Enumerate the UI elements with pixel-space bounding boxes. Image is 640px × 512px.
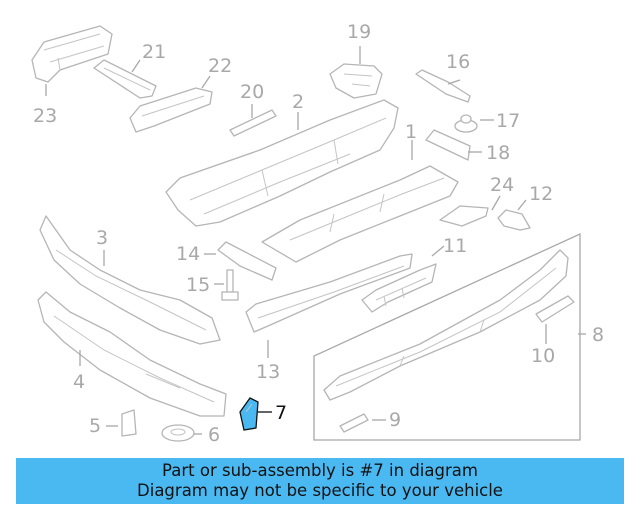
part-20-drawing [229,109,277,137]
callout-23: 23 [33,105,57,127]
part-7-highlight [239,397,259,431]
part-13-drawing [245,253,413,333]
part-3-drawing [39,215,221,345]
callout-3: 3 [96,227,108,249]
part-15-drawing [221,269,239,301]
callout-15: 15 [186,274,210,296]
part-11-drawing [361,263,437,313]
part-10-drawing [535,295,575,323]
callout-18: 18 [486,142,510,164]
part-19-drawing [329,63,383,99]
callout-7: 7 [275,402,287,424]
callout-8: 8 [592,324,604,346]
part-9-drawing [339,413,369,433]
info-banner: Part or sub-assembly is #7 in diagram Di… [16,458,624,504]
part-21-drawing [93,59,157,99]
part-18-drawing [425,129,471,161]
part-17-drawing [454,114,478,133]
part-22-drawing [129,87,213,133]
callout-21: 21 [142,41,166,63]
part-16-drawing [415,69,471,103]
callout-leaders [45,46,586,435]
callout-5: 5 [89,415,101,437]
part-5-drawing [121,409,137,437]
part-8-drawing [313,232,581,441]
callout-13: 13 [256,361,280,383]
callout-1: 1 [405,121,417,143]
banner-line-1: Part or sub-assembly is #7 in diagram [162,461,478,480]
callout-20: 20 [240,81,264,103]
callout-22: 22 [208,55,232,77]
callout-4: 4 [73,371,85,393]
part-2-drawing [165,99,399,227]
banner-line-2: Diagram may not be specific to your vehi… [137,481,503,500]
part-1-drawing [261,165,459,263]
callout-24: 24 [490,174,514,196]
part-6-drawing [161,424,195,442]
callout-12: 12 [529,183,553,205]
callout-9: 9 [389,409,401,431]
part-12-drawing [497,209,531,231]
part-24-drawing [439,205,489,227]
callout-19: 19 [347,21,371,43]
callout-10: 10 [531,345,555,367]
part-7-drawing [239,397,259,431]
callout-17: 17 [496,110,520,132]
part-14-drawing [217,241,277,281]
callout-6: 6 [208,424,220,446]
callout-11: 11 [443,235,467,257]
callout-16: 16 [446,51,470,73]
parts-diagram: 1 2 3 4 5 6 7 8 9 10 11 12 13 14 15 16 1… [31,21,604,446]
callout-14: 14 [176,243,200,265]
callout-2: 2 [292,91,304,113]
part-23-drawing [31,25,113,83]
part-4-drawing [37,291,227,417]
